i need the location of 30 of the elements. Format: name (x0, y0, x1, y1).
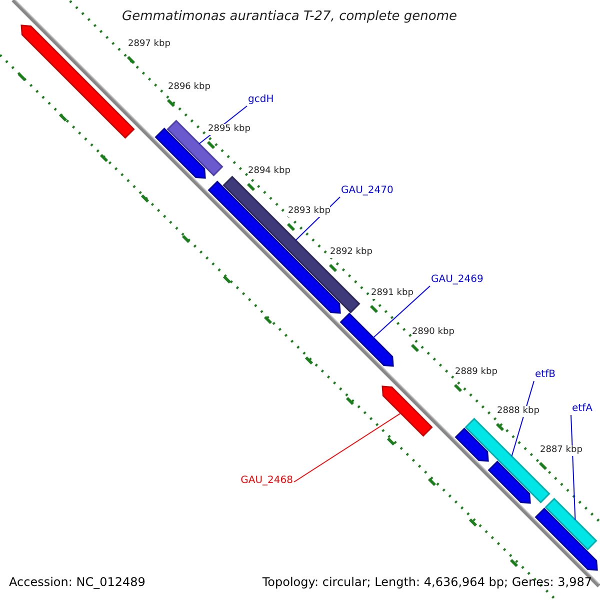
position-label: 2896 kbp (168, 82, 210, 93)
position-label: 2890 kbp (412, 327, 454, 338)
gene-feature (534, 507, 599, 571)
position-label: 2894 kbp (248, 166, 290, 177)
position-label: 2891 kbp (371, 288, 414, 299)
position-label: 2892 kbp (330, 247, 372, 258)
gene-feature (381, 385, 433, 437)
leader-line (294, 412, 402, 482)
gene-feature (339, 312, 395, 367)
gene-label: GAU_2468 (240, 475, 293, 487)
position-label: 2895 kbp (208, 124, 250, 135)
leader-line (570, 414, 576, 520)
accession-text: Accession: NC_012489 (9, 575, 146, 590)
gene-feature (154, 127, 207, 179)
leader-line (372, 286, 430, 338)
position-label: 2888 kbp (497, 406, 540, 417)
gene-label: etfA (572, 403, 592, 415)
position-label: 2893 kbp (288, 206, 330, 217)
gene-label: GAU_2469 (431, 274, 484, 286)
gene-label: etfB (535, 369, 556, 381)
position-label: 2887 kbp (540, 445, 582, 456)
gene-feature (454, 427, 490, 462)
gene-label: GAU_2470 (341, 185, 394, 197)
genome-info-text: Topology: circular; Length: 4,636,964 bp; Genes: 3,987 (262, 575, 592, 590)
gene-feature (487, 460, 532, 504)
gene-feature (544, 497, 598, 551)
position-label: 2897 kbp (128, 39, 170, 50)
map-title: Gemmatimonas aurantiaca T-27, complete genome (122, 9, 458, 25)
position-label: 2889 kbp (455, 367, 498, 378)
gene-label: gcdH (248, 94, 274, 106)
